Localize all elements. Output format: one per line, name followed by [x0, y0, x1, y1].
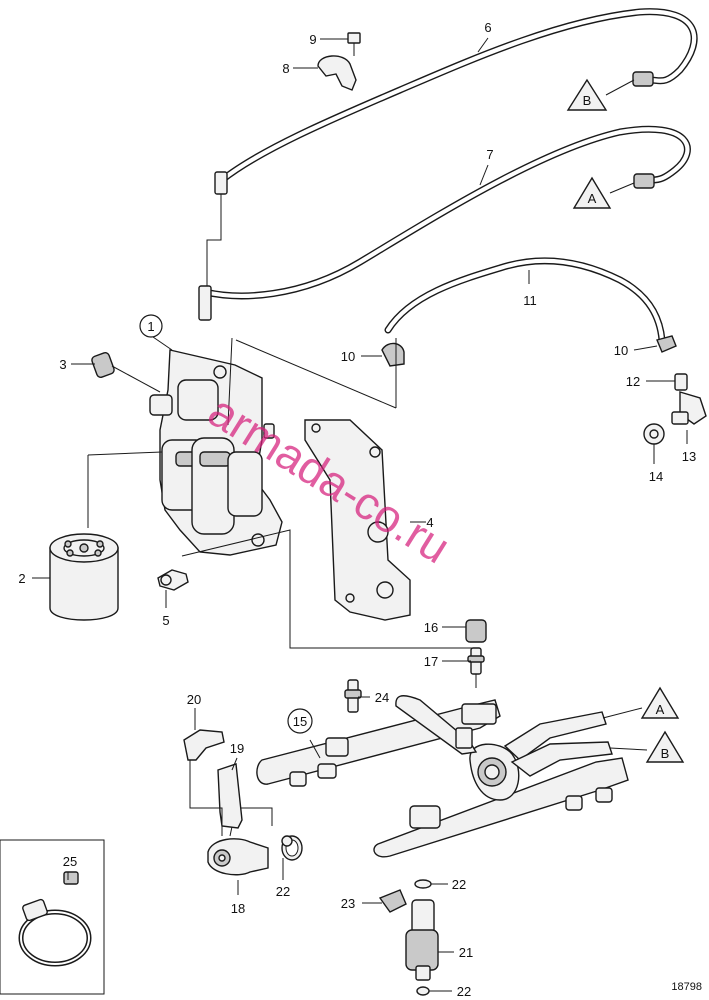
callout-15-circle	[287, 708, 313, 734]
callout-14: 14	[649, 469, 663, 484]
svg-text:B: B	[661, 746, 670, 761]
o-ring-22-regulator	[281, 835, 303, 861]
callout-13: 13	[682, 449, 696, 464]
fuel-hose-11	[384, 257, 666, 344]
callout-8: 8	[282, 61, 289, 76]
elbow-fitting-13	[671, 391, 707, 425]
callout-17: 17	[424, 654, 438, 669]
callout-5: 5	[162, 613, 169, 628]
hose-clamp-inset-25	[0, 839, 105, 995]
reference-b-top: B	[566, 78, 635, 111]
callout-11: 11	[523, 293, 537, 308]
stud-24	[344, 679, 362, 713]
drawing-number: 18798	[671, 981, 702, 993]
callout-18: 18	[231, 901, 245, 916]
pressure-regulator-18	[207, 807, 273, 876]
callout-23: 23	[341, 896, 355, 911]
retainer-clip-19	[217, 763, 243, 829]
callout-12: 12	[626, 374, 640, 389]
callout-22-upper: 22	[452, 877, 466, 892]
hose-clamp-8	[317, 32, 361, 91]
callout-1-circle	[139, 314, 163, 338]
nut-14	[643, 423, 665, 445]
fuel-rail-15	[256, 695, 629, 858]
fuel-hose-7	[198, 125, 691, 321]
hose-clip-10-right	[656, 335, 677, 353]
mounting-plate-4	[304, 419, 411, 621]
callout-3: 3	[59, 357, 66, 372]
callout-16: 16	[424, 620, 438, 635]
callout-22-regulator: 22	[276, 884, 290, 899]
callout-24: 24	[375, 690, 389, 705]
callout-19: 19	[230, 741, 244, 756]
fuel-injector-21	[405, 879, 439, 996]
callout-1: 1	[147, 319, 154, 334]
fuel-filter-bracket-1	[149, 349, 283, 556]
fuel-filter-cartridge-2	[49, 533, 119, 621]
callout-4: 4	[426, 515, 433, 530]
hose-clip-10-left	[381, 342, 405, 367]
fuel-hose-6	[206, 8, 698, 288]
bolt-5	[157, 569, 189, 591]
callout-20: 20	[187, 692, 201, 707]
callout-22-lower: 22	[457, 984, 471, 999]
injector-clip-23	[378, 889, 407, 913]
leader-lines	[32, 37, 688, 992]
callout-21: 21	[459, 945, 473, 960]
callout-10-left: 10	[341, 349, 355, 364]
sensor-20	[183, 729, 225, 836]
cap-16	[465, 619, 487, 643]
svg-text:B: B	[583, 93, 592, 108]
callout-6: 6	[484, 20, 491, 35]
svg-text:A: A	[588, 191, 597, 206]
callout-7: 7	[486, 147, 493, 162]
reference-a-right: A	[602, 686, 680, 719]
svg-text:A: A	[656, 702, 665, 717]
callout-25: 25	[63, 854, 77, 869]
connector-12	[674, 373, 688, 391]
callout-15: 15	[293, 714, 307, 729]
callout-9: 9	[309, 32, 316, 47]
callout-2: 2	[18, 571, 25, 586]
reference-b-right: B	[609, 730, 685, 763]
callout-10-right: 10	[614, 343, 628, 358]
plug-3	[91, 352, 115, 378]
reference-a-top: A	[572, 176, 635, 209]
